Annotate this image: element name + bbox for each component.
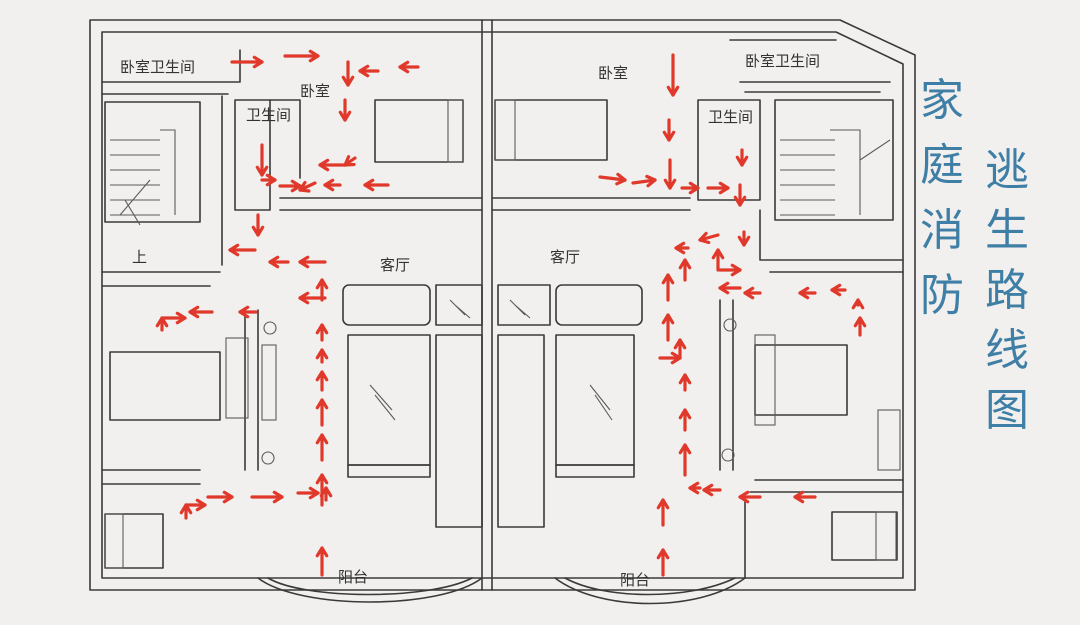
escape-arrowhead-5 <box>341 75 355 87</box>
escape-arrowhead-19 <box>315 278 329 290</box>
escape-arrowhead-62 <box>673 338 687 350</box>
escape-arrowhead-44 <box>718 181 730 195</box>
escape-arrowhead-35 <box>308 486 320 500</box>
escape-arrowhead-13 <box>265 173 277 187</box>
label-balcony-left: 阳台 <box>338 568 368 586</box>
escape-arrowhead-30 <box>315 473 329 485</box>
escape-arrowhead-52 <box>718 281 730 295</box>
escape-arrowhead-3 <box>398 60 410 74</box>
escape-arrowhead-38 <box>666 85 680 97</box>
escape-arrowhead-27 <box>315 370 329 382</box>
escape-arrowhead-53 <box>743 286 755 300</box>
escape-arrowhead-25 <box>315 323 329 335</box>
escape-arrowhead-33 <box>222 490 234 504</box>
escape-arrowhead-8 <box>318 158 330 172</box>
escape-arrowhead-36 <box>319 486 333 498</box>
escape-arrowhead-58 <box>678 258 692 270</box>
right-unit <box>491 39 904 605</box>
escape-arrowhead-43 <box>688 181 700 195</box>
escape-arrowhead-37 <box>315 546 329 558</box>
escape-arrowhead-67 <box>702 483 714 497</box>
label-stairs-left: 上 <box>132 248 147 266</box>
title: 家 庭 消 防 逃 生 路 线 图 <box>920 75 1029 436</box>
escape-arrowhead-9 <box>363 178 375 192</box>
title-char-1-4: 防 <box>920 270 964 321</box>
title-char-2-4: 线 <box>985 325 1029 376</box>
escape-arrowhead-68 <box>738 490 750 504</box>
escape-arrowhead-64 <box>678 408 692 420</box>
escape-arrowhead-32 <box>195 498 207 512</box>
escape-arrowhead-4 <box>358 64 370 78</box>
escape-arrowhead-47 <box>698 231 711 245</box>
title-char-2-5: 图 <box>985 385 1029 436</box>
escape-arrowhead-55 <box>830 283 842 297</box>
escape-arrowhead-2 <box>308 49 320 63</box>
label-living-right: 客厅 <box>550 248 580 266</box>
escape-arrowhead-26 <box>315 348 329 360</box>
title-char-2-2: 生 <box>985 205 1029 256</box>
escape-arrowhead-45 <box>735 155 749 167</box>
escape-arrowhead-60 <box>661 313 675 325</box>
escape-arrowhead-69 <box>793 490 805 504</box>
escape-arrowhead-41 <box>645 174 657 188</box>
escape-arrowhead-14 <box>290 179 302 193</box>
escape-arrowhead-39 <box>662 130 676 142</box>
title-char-2-1: 逃 <box>985 145 1029 196</box>
escape-arrowhead-54 <box>798 286 810 300</box>
escape-arrowhead-12 <box>255 165 269 177</box>
escape-arrowhead-22 <box>188 305 200 319</box>
escape-arrowhead-46 <box>733 195 747 207</box>
escape-arrow-40 <box>598 175 627 182</box>
escape-arrowhead-20 <box>298 291 310 305</box>
escape-arrowhead-28 <box>315 398 329 410</box>
escape-arrowhead-42 <box>663 178 677 190</box>
label-balcony-right: 阳台 <box>620 571 650 589</box>
label-living-left: 客厅 <box>380 256 410 274</box>
label-bedroom-bath-right: 卧室卫生间 <box>745 52 820 70</box>
escape-arrowhead-63 <box>678 373 692 385</box>
escape-arrowhead-24 <box>175 311 187 325</box>
escape-arrowhead-21 <box>238 305 250 319</box>
escape-arrowhead-17 <box>268 255 280 269</box>
escape-arrowhead-10 <box>323 178 335 192</box>
label-bathroom-right: 卫生间 <box>708 108 753 126</box>
escape-arrowhead-11 <box>298 180 311 193</box>
escape-arrowhead-56 <box>851 298 865 310</box>
label-bedroom-bath-left: 卧室卫生间 <box>120 58 195 76</box>
escape-arrowhead-65 <box>678 443 692 455</box>
room-labels: 卧室卫生间 卧室卫生间 卫生间 卫生间 卧室 卧室 客厅 客厅 阳台 阳台 上 <box>120 52 820 589</box>
escape-arrowhead-57 <box>853 316 867 328</box>
escape-route-arrows <box>155 49 867 577</box>
title-char-1-2: 庭 <box>920 140 964 191</box>
escape-arrowhead-50 <box>711 248 725 260</box>
escape-arrowhead-71 <box>656 548 670 560</box>
escape-arrowhead-51 <box>730 263 742 277</box>
title-char-1-1: 家 <box>920 75 964 126</box>
escape-arrowhead-29 <box>315 433 329 445</box>
escape-arrow-47 <box>698 233 720 242</box>
title-char-1-3: 消 <box>920 205 964 256</box>
escape-arrowhead-59 <box>661 273 675 285</box>
escape-arrowhead-70 <box>656 498 670 510</box>
outer-walls <box>89 19 916 591</box>
escape-arrow-41 <box>631 178 657 185</box>
escape-arrowhead-66 <box>688 481 700 495</box>
label-bedroom-right: 卧室 <box>598 64 628 82</box>
escape-arrowhead-1 <box>252 55 264 69</box>
escape-arrowhead-40 <box>615 172 627 186</box>
label-bedroom-left: 卧室 <box>300 82 330 100</box>
escape-arrowhead-16 <box>228 243 240 257</box>
escape-arrowhead-34 <box>272 490 284 504</box>
escape-arrowhead-48 <box>674 241 686 255</box>
escape-arrowhead-6 <box>338 110 352 122</box>
escape-arrowhead-18 <box>298 255 310 269</box>
escape-arrowhead-15 <box>251 225 265 237</box>
left-unit <box>101 49 483 603</box>
escape-arrowhead-49 <box>737 235 751 247</box>
title-char-2-3: 路 <box>985 265 1029 316</box>
label-bathroom-left: 卫生间 <box>246 106 291 124</box>
